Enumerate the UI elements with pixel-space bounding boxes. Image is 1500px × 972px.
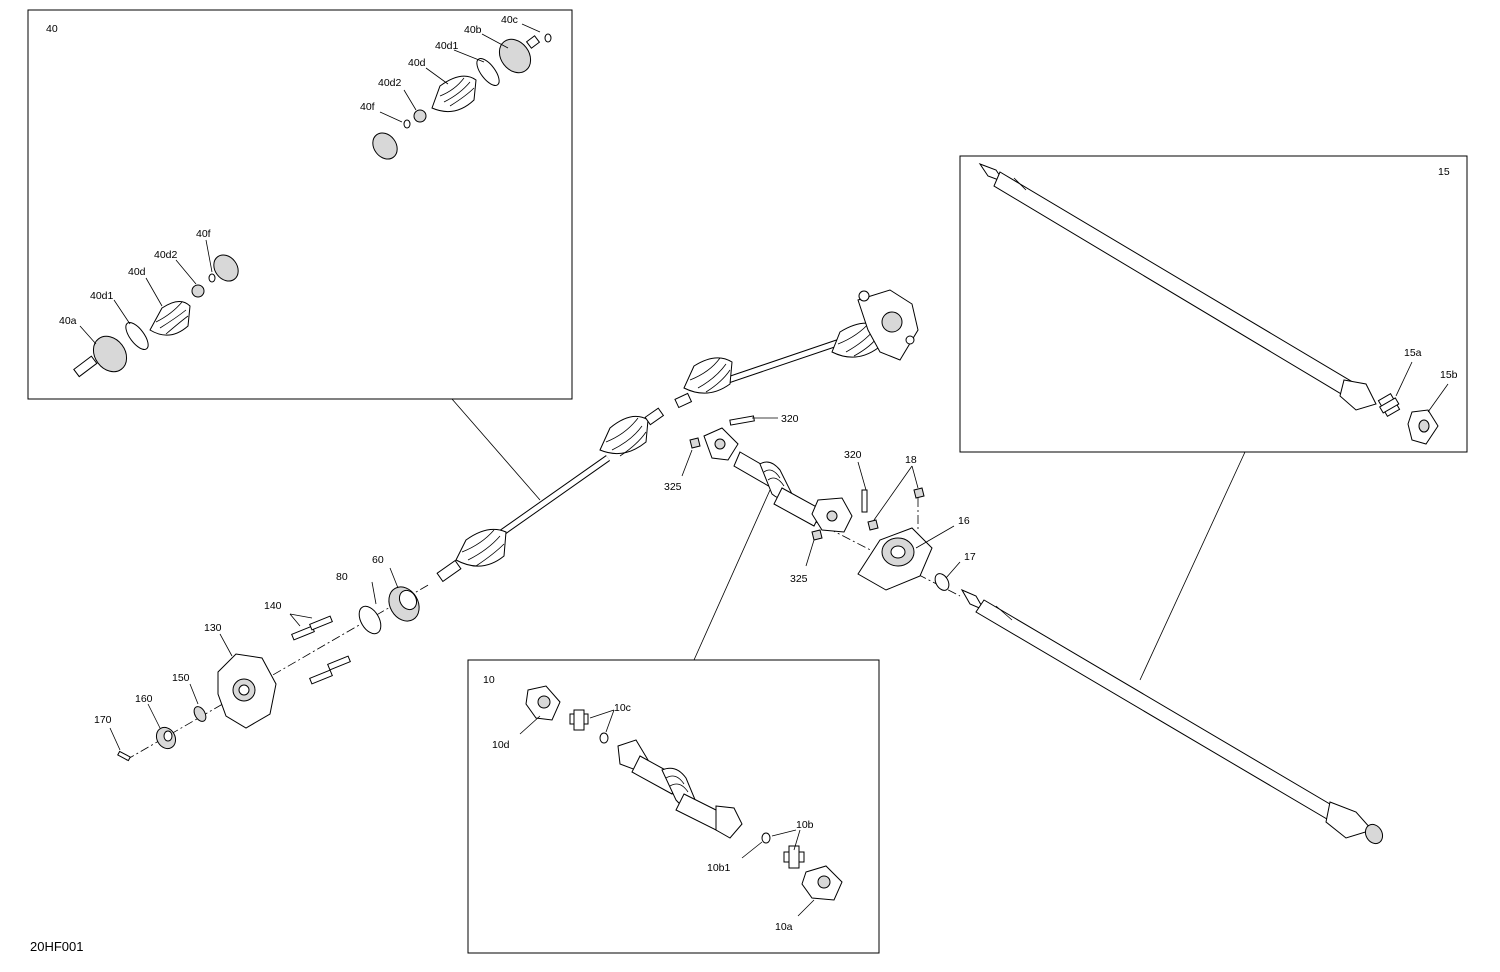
inset-40-drive-shaft	[73, 23, 552, 378]
band-40d1-top	[476, 58, 500, 86]
prop-shaft-10-assembly	[681, 415, 961, 597]
label-40d2-bottom: 40d2	[154, 249, 178, 261]
label-325-b: 325	[790, 573, 808, 585]
stub-upper-left	[674, 392, 693, 409]
label-10b1: 10b1	[707, 862, 731, 874]
label-80: 80	[336, 571, 348, 583]
label-15: 15	[1438, 166, 1450, 178]
boot-40d-bottom	[149, 301, 191, 336]
hub-assembly	[109, 567, 431, 762]
nut-160	[155, 726, 177, 750]
cross-15a	[1377, 393, 1401, 417]
yoke-rear	[811, 497, 853, 533]
label-130: 130	[204, 622, 222, 634]
label-18: 18	[905, 454, 917, 466]
clip-40c	[544, 33, 552, 43]
label-320-a: 320	[781, 413, 799, 425]
knuckle-130	[217, 653, 277, 729]
stub-upper	[644, 407, 665, 426]
nuts-18	[867, 487, 925, 531]
label-17: 17	[964, 551, 976, 563]
label-40d2-top: 40d2	[378, 77, 402, 89]
diagram-code: 20HF001	[30, 939, 83, 954]
label-160: 160	[135, 693, 153, 705]
boot-40d-top	[431, 75, 477, 113]
wheel-hub-knuckle	[857, 289, 919, 361]
clip-10b1	[761, 832, 771, 844]
nut-325-a	[689, 437, 701, 449]
cross-10c	[569, 709, 589, 731]
spider-bottom	[213, 254, 239, 282]
bolt-320-a	[729, 415, 755, 426]
label-15b: 15b	[1440, 369, 1458, 381]
nut-40d2-bottom	[191, 284, 205, 298]
label-40d1-top: 40d1	[435, 40, 459, 52]
label-40: 40	[46, 23, 58, 35]
label-320-b: 320	[844, 449, 862, 461]
label-40d-top: 40d	[408, 57, 426, 69]
label-40d1-bottom: 40d1	[90, 290, 114, 302]
label-15a: 15a	[1404, 347, 1422, 359]
label-10d: 10d	[492, 739, 510, 751]
label-10a: 10a	[775, 921, 793, 933]
boot-upper	[599, 415, 649, 457]
label-40d-bottom: 40d	[128, 266, 146, 278]
label-40f-bottom: 40f	[196, 228, 211, 240]
boot-upper-left	[683, 357, 733, 394]
clip-40f-bottom	[208, 273, 216, 283]
connector-15	[1139, 451, 1246, 681]
yoke-10a	[801, 865, 843, 901]
washer-150	[193, 706, 207, 722]
bearing-support-16	[857, 527, 933, 591]
label-40a: 40a	[59, 315, 77, 327]
label-10c: 10c	[614, 702, 631, 714]
retaining-ring-80	[358, 605, 382, 635]
yoke-front	[703, 427, 739, 461]
yoke-15b	[1407, 409, 1439, 445]
bearing-60	[388, 586, 420, 622]
label-40c: 40c	[501, 14, 518, 26]
label-150: 150	[172, 672, 190, 684]
clip-10c	[599, 732, 609, 744]
prop-shaft-body	[733, 451, 823, 527]
label-10: 10	[483, 674, 495, 686]
main-drive-shaft	[436, 407, 665, 583]
prop-shaft-15-main	[960, 588, 1384, 845]
inset-frame-15	[959, 155, 1468, 453]
shaft-section	[617, 739, 743, 839]
inset-frame-10	[467, 659, 880, 954]
label-10b: 10b	[796, 819, 814, 831]
nut-40d2-top	[413, 109, 427, 123]
cv-joint-40a	[73, 335, 128, 378]
boot-lower	[455, 528, 507, 567]
inset-15-shaft	[978, 162, 1449, 445]
ring-17	[934, 573, 950, 591]
cotter-pin-170	[117, 750, 131, 762]
label-40b: 40b	[464, 24, 482, 36]
band-40d1-bottom	[125, 322, 149, 350]
inset-frame-40	[27, 9, 573, 400]
connector-40	[451, 398, 541, 501]
bolts-140	[291, 615, 351, 685]
inset-10-prop-shaft	[519, 685, 843, 917]
nut-325-b	[811, 529, 823, 541]
label-140: 140	[264, 600, 282, 612]
label-40f-top: 40f	[360, 101, 375, 113]
connector-10	[693, 489, 771, 661]
stub-lower	[436, 559, 462, 583]
label-16: 16	[958, 515, 970, 527]
bolt-320-b	[861, 489, 868, 513]
spider-top	[372, 132, 398, 160]
upper-drive-shaft	[674, 289, 919, 409]
label-60: 60	[372, 554, 384, 566]
label-170: 170	[94, 714, 112, 726]
clip-40f-top	[403, 119, 411, 129]
yoke-10d	[525, 685, 561, 721]
cv-joint-40b	[498, 35, 541, 74]
cross-10b	[783, 845, 805, 869]
label-325-a: 325	[664, 481, 682, 493]
